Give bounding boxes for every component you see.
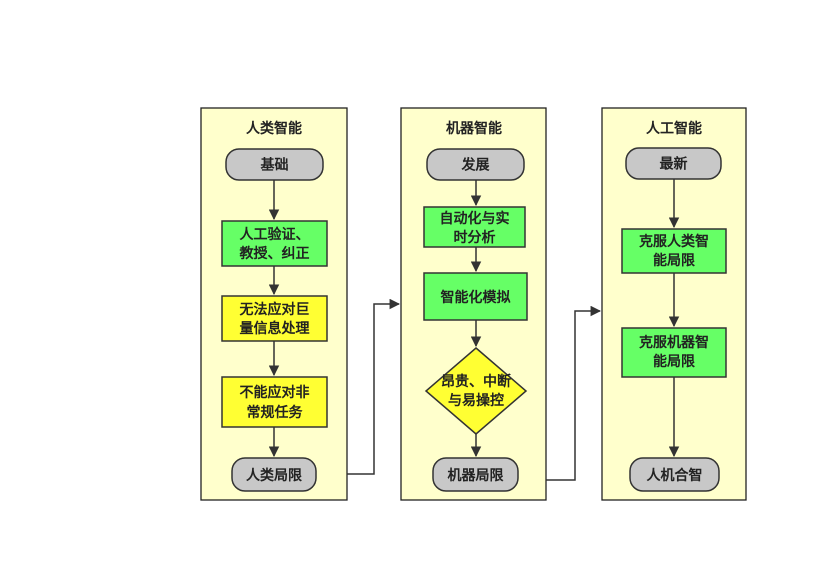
node-label-line2: 能局限 bbox=[653, 252, 695, 269]
node-label-line2: 量信息处理 bbox=[240, 320, 310, 337]
node-label-line2: 与易操控 bbox=[448, 392, 504, 409]
lane-title: 机器智能 bbox=[446, 120, 502, 137]
node-intelligent-simulation: 智能化模拟 bbox=[423, 272, 528, 321]
node-label-line1: 克服机器智 bbox=[639, 334, 709, 351]
node-foundation: 基础 bbox=[225, 148, 324, 181]
node-label: 人机合智 bbox=[647, 467, 703, 484]
node-label-line2: 能局限 bbox=[653, 353, 695, 370]
node-label-line1: 昂贵、中断 bbox=[441, 373, 511, 390]
process-shape bbox=[423, 206, 526, 248]
node-automation-realtime: 自动化与实 时分析 bbox=[423, 206, 526, 248]
node-label-line2: 时分析 bbox=[454, 229, 496, 246]
node-label: 基础 bbox=[261, 157, 289, 174]
node-development: 发展 bbox=[426, 148, 525, 181]
node-cannot-handle-big-info: 无法应对巨 量信息处理 bbox=[221, 295, 328, 342]
node-label-line2: 常规任务 bbox=[247, 404, 304, 421]
lane-human-intelligence: 人类智能 基础 人工验证、 教授、纠正 无法应对巨 量信息处理 不能应对非 常规… bbox=[200, 107, 348, 501]
edge-lane2-to-lane3 bbox=[546, 305, 602, 481]
lane-title: 人类智能 bbox=[246, 120, 302, 137]
node-label: 人类局限 bbox=[246, 467, 302, 484]
node-label: 最新 bbox=[660, 156, 688, 173]
process-shape bbox=[221, 295, 328, 342]
node-label-line1: 不能应对非 bbox=[240, 384, 310, 401]
node-label: 智能化模拟 bbox=[440, 289, 511, 306]
node-label-line1: 无法应对巨 bbox=[239, 301, 310, 318]
node-expensive-interrupt: 昂贵、中断 与易操控 bbox=[424, 347, 528, 435]
node-latest: 最新 bbox=[625, 147, 722, 180]
node-machine-limitation: 机器局限 bbox=[432, 457, 519, 492]
node-cannot-handle-unusual-tasks: 不能应对非 常规任务 bbox=[221, 376, 328, 428]
node-label: 发展 bbox=[461, 157, 490, 174]
process-shape bbox=[423, 272, 528, 321]
node-overcome-machine-limits: 克服机器智 能局限 bbox=[621, 327, 727, 378]
edge-lane1-to-lane2 bbox=[347, 298, 401, 475]
lane-artificial-intelligence: 人工智能 最新 克服人类智 能局限 克服机器智 能局限 人机合智 bbox=[601, 107, 747, 501]
terminal-shape bbox=[432, 457, 519, 492]
node-label-line1: 自动化与实 bbox=[440, 210, 510, 227]
node-label-line1: 人工验证、 bbox=[240, 226, 310, 243]
lane-machine-intelligence: 机器智能 发展 自动化与实 时分析 智能化模拟 昂贵、中断 与易操控 机器局限 bbox=[400, 107, 547, 501]
node-human-machine-synergy: 人机合智 bbox=[629, 457, 720, 492]
process-shape bbox=[221, 220, 328, 267]
process-shape bbox=[621, 228, 727, 274]
process-shape bbox=[621, 327, 727, 378]
terminal-shape bbox=[629, 457, 720, 492]
node-label-line2: 教授、纠正 bbox=[240, 245, 310, 262]
lane-title: 人工智能 bbox=[646, 120, 702, 137]
node-human-verify-teach-correct: 人工验证、 教授、纠正 bbox=[221, 220, 328, 267]
node-overcome-human-limits: 克服人类智 能局限 bbox=[621, 228, 727, 274]
terminal-shape bbox=[231, 457, 317, 492]
node-human-limitation: 人类局限 bbox=[231, 457, 317, 492]
node-label: 机器局限 bbox=[448, 467, 504, 484]
node-label-line1: 克服人类智 bbox=[639, 233, 709, 250]
